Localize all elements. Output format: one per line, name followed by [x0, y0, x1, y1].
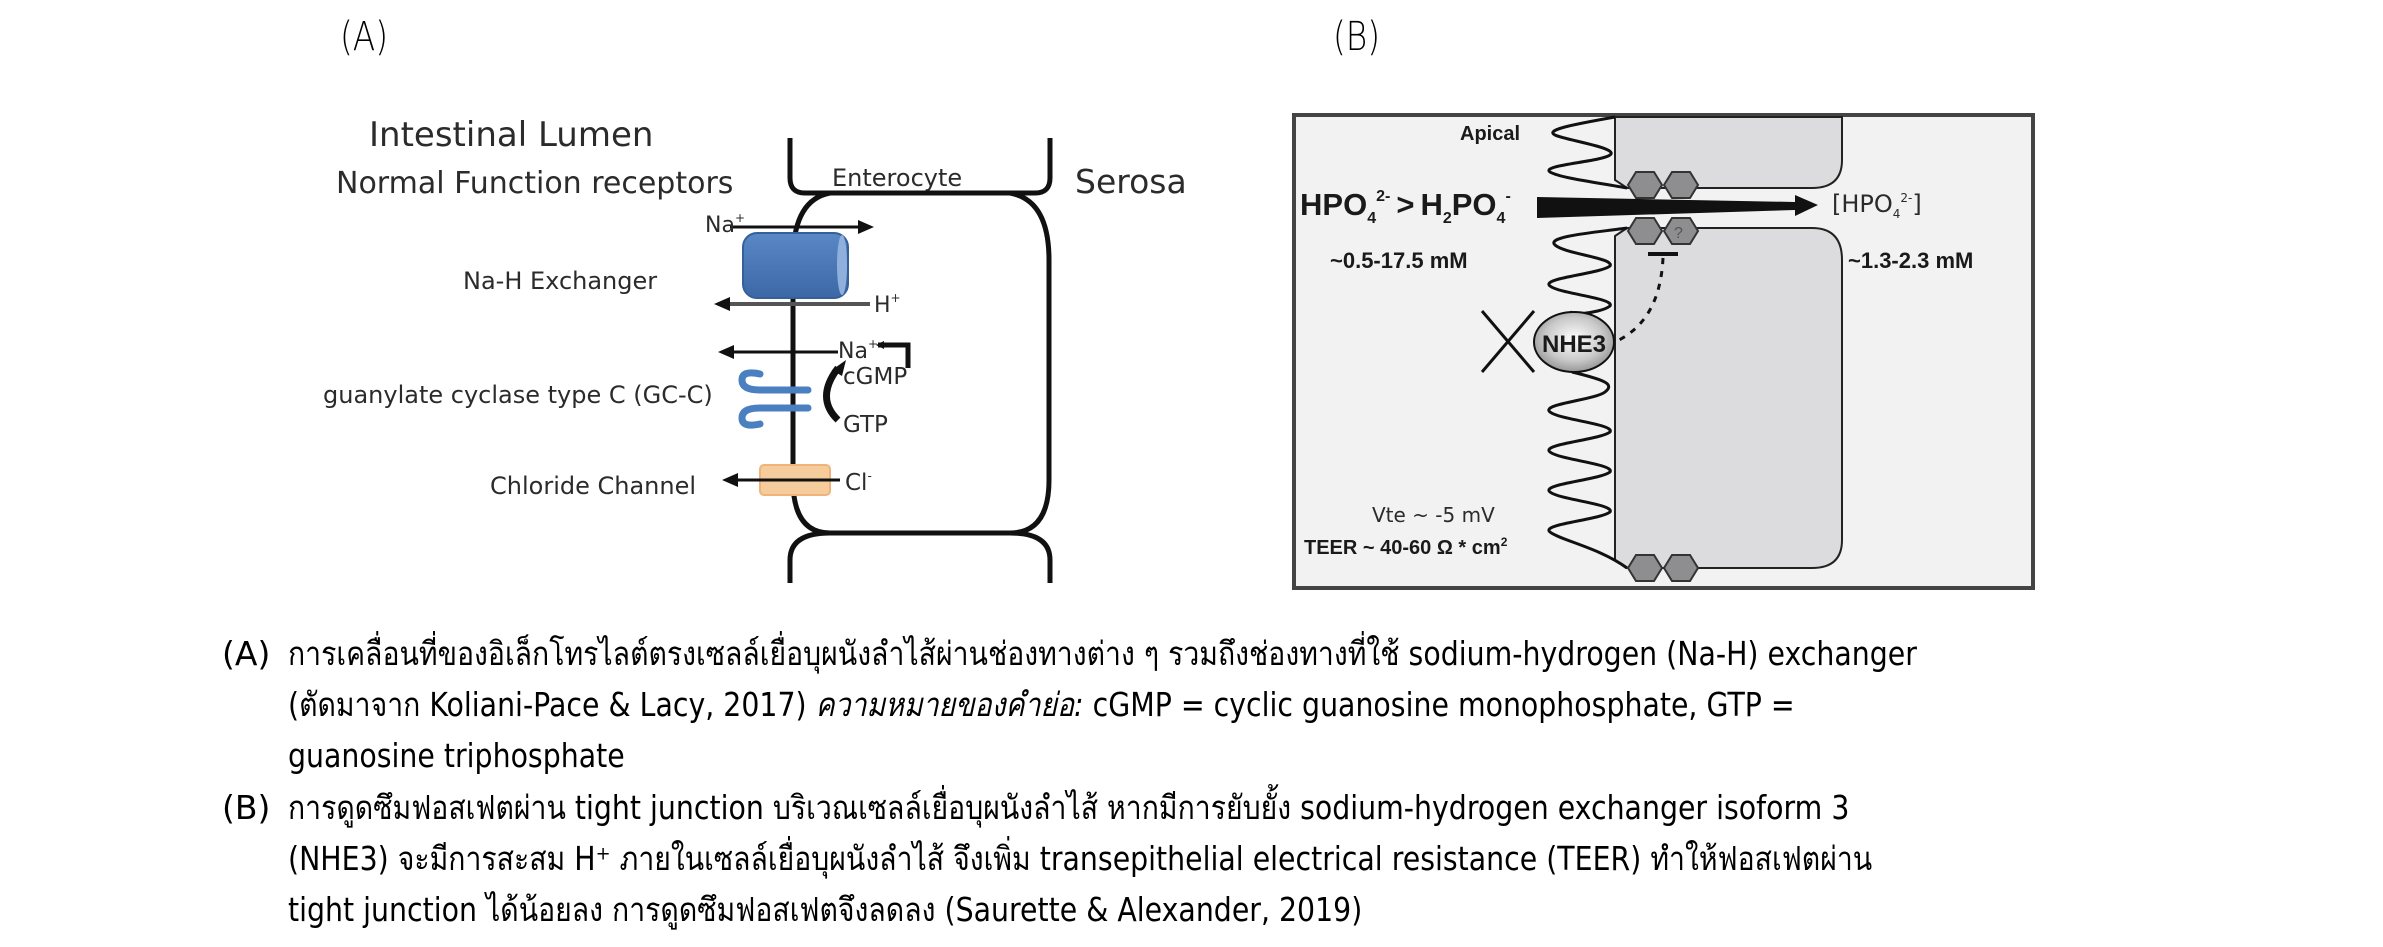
enterocyte-label: Enterocyte	[832, 164, 962, 192]
caption-a-line-3: guanosine triphosphate	[222, 730, 2144, 781]
lumen-phosphate-formula: HPO42->H2PO4-	[1300, 187, 1511, 227]
chloride-channel-label: Chloride Channel	[490, 472, 696, 500]
lumen-concentration: ~0.5-17.5 mM	[1330, 248, 1468, 273]
caption-a-text-3: guanosine triphosphate	[288, 736, 625, 775]
apical-label: Apical	[1460, 123, 1520, 145]
caption-a-line-2: (ตัดมาจาก Koliani-Pace & Lacy, 2017) ควา…	[222, 679, 2144, 730]
gcc-receptor	[738, 369, 812, 429]
na-h-exchanger-label: Na-H Exchanger	[463, 267, 657, 295]
caption-a-citation: (ตัดมาจาก Koliani-Pace & Lacy, 2017)	[288, 685, 816, 724]
h-ion: H+	[874, 291, 901, 318]
phosphate-flux-arrow	[1537, 195, 1818, 218]
caption-a-tag: (A)	[222, 634, 271, 673]
teer-label: TEER ~ 40-60 Ω * cm2	[1304, 535, 1508, 559]
nhe3-transporter	[1533, 311, 1615, 373]
cl-ion: Cl-	[845, 469, 872, 496]
blocked-x-icon	[1480, 310, 1536, 373]
gtp-to-cgmp-arrow	[823, 365, 841, 423]
na-ion-mid: Na+	[838, 337, 878, 364]
caption-b-tag: (B)	[222, 788, 271, 827]
inhibition-dashed-line	[1616, 257, 1665, 343]
caption-a-text-1: การเคลื่อนที่ของอิเล็กโทรไลต์ตรงเซลล์เยื…	[288, 634, 1917, 673]
serosa-concentration: ~1.3-2.3 mM	[1848, 248, 1973, 273]
na-h-exchanger	[714, 220, 874, 311]
panel-a-label: (A)	[340, 14, 389, 60]
na-ion-top: Na+	[705, 211, 745, 238]
caption-a-abbrev-heading: ความหมายของคำย่อ:	[815, 685, 1084, 724]
cgmp-label: cGMP	[843, 364, 907, 390]
normal-function-subtitle: Normal Function receptors	[336, 166, 733, 201]
caption-a: (A) การเคลื่อนที่ของอิเล็กโทรไลต์ตรงเซลล…	[222, 628, 2144, 781]
arrowhead-icon	[832, 360, 846, 376]
caption-b: (B) การดูดซึมฟอสเฟตผ่าน tight junction บ…	[222, 782, 2144, 935]
apical-membrane-upper	[1547, 115, 1628, 190]
caption-b-text-2: (NHE3) จะมีการสะสม H⁺ ภายในเซลล์เยื่อบุผ…	[288, 839, 1873, 878]
gcc-label: guanylate cyclase type C (GC-C)	[323, 381, 713, 409]
bent-arrow-icon	[876, 341, 911, 368]
chloride-channel	[722, 464, 840, 496]
caption-a-abbrev-text: cGMP = cyclic guanosine monophosphate, G…	[1083, 685, 1795, 724]
vte-label: Vte ~ -5 mV	[1372, 503, 1495, 527]
caption-b-line-1: (B) การดูดซึมฟอสเฟตผ่าน tight junction บ…	[222, 782, 2144, 833]
apical-membrane-lower	[1547, 226, 1628, 570]
caption-b-text-1: การดูดซึมฟอสเฟตผ่าน tight junction บริเว…	[288, 788, 1850, 827]
tight-junction-top	[1626, 171, 1700, 245]
serosa-phosphate-formula: [HPO42-]	[1832, 190, 1922, 221]
tight-junction-bottom	[1626, 554, 1700, 582]
lower-cell	[1614, 227, 1843, 569]
caption-b-text-3: tight junction ได้น้อยลง การดูดซึมฟอสเฟต…	[288, 890, 1363, 929]
unknown-protein-mark: ?	[1674, 225, 1683, 242]
intestinal-lumen-title: Intestinal Lumen	[369, 115, 653, 155]
caption-b-line-2: (NHE3) จะมีการสะสม H⁺ ภายในเซลล์เยื่อบุผ…	[222, 833, 2144, 884]
serosa-label: Serosa	[1075, 162, 1187, 201]
caption-a-line-1: (A) การเคลื่อนที่ของอิเล็กโทรไลต์ตรงเซลล…	[222, 628, 2144, 679]
panel-b-label: (B)	[1333, 14, 1381, 60]
nhe3-label: NHE3	[1542, 331, 1606, 358]
gtp-label: GTP	[843, 412, 888, 438]
caption-b-line-3: tight junction ได้น้อยลง การดูดซึมฟอสเฟต…	[222, 884, 2144, 935]
